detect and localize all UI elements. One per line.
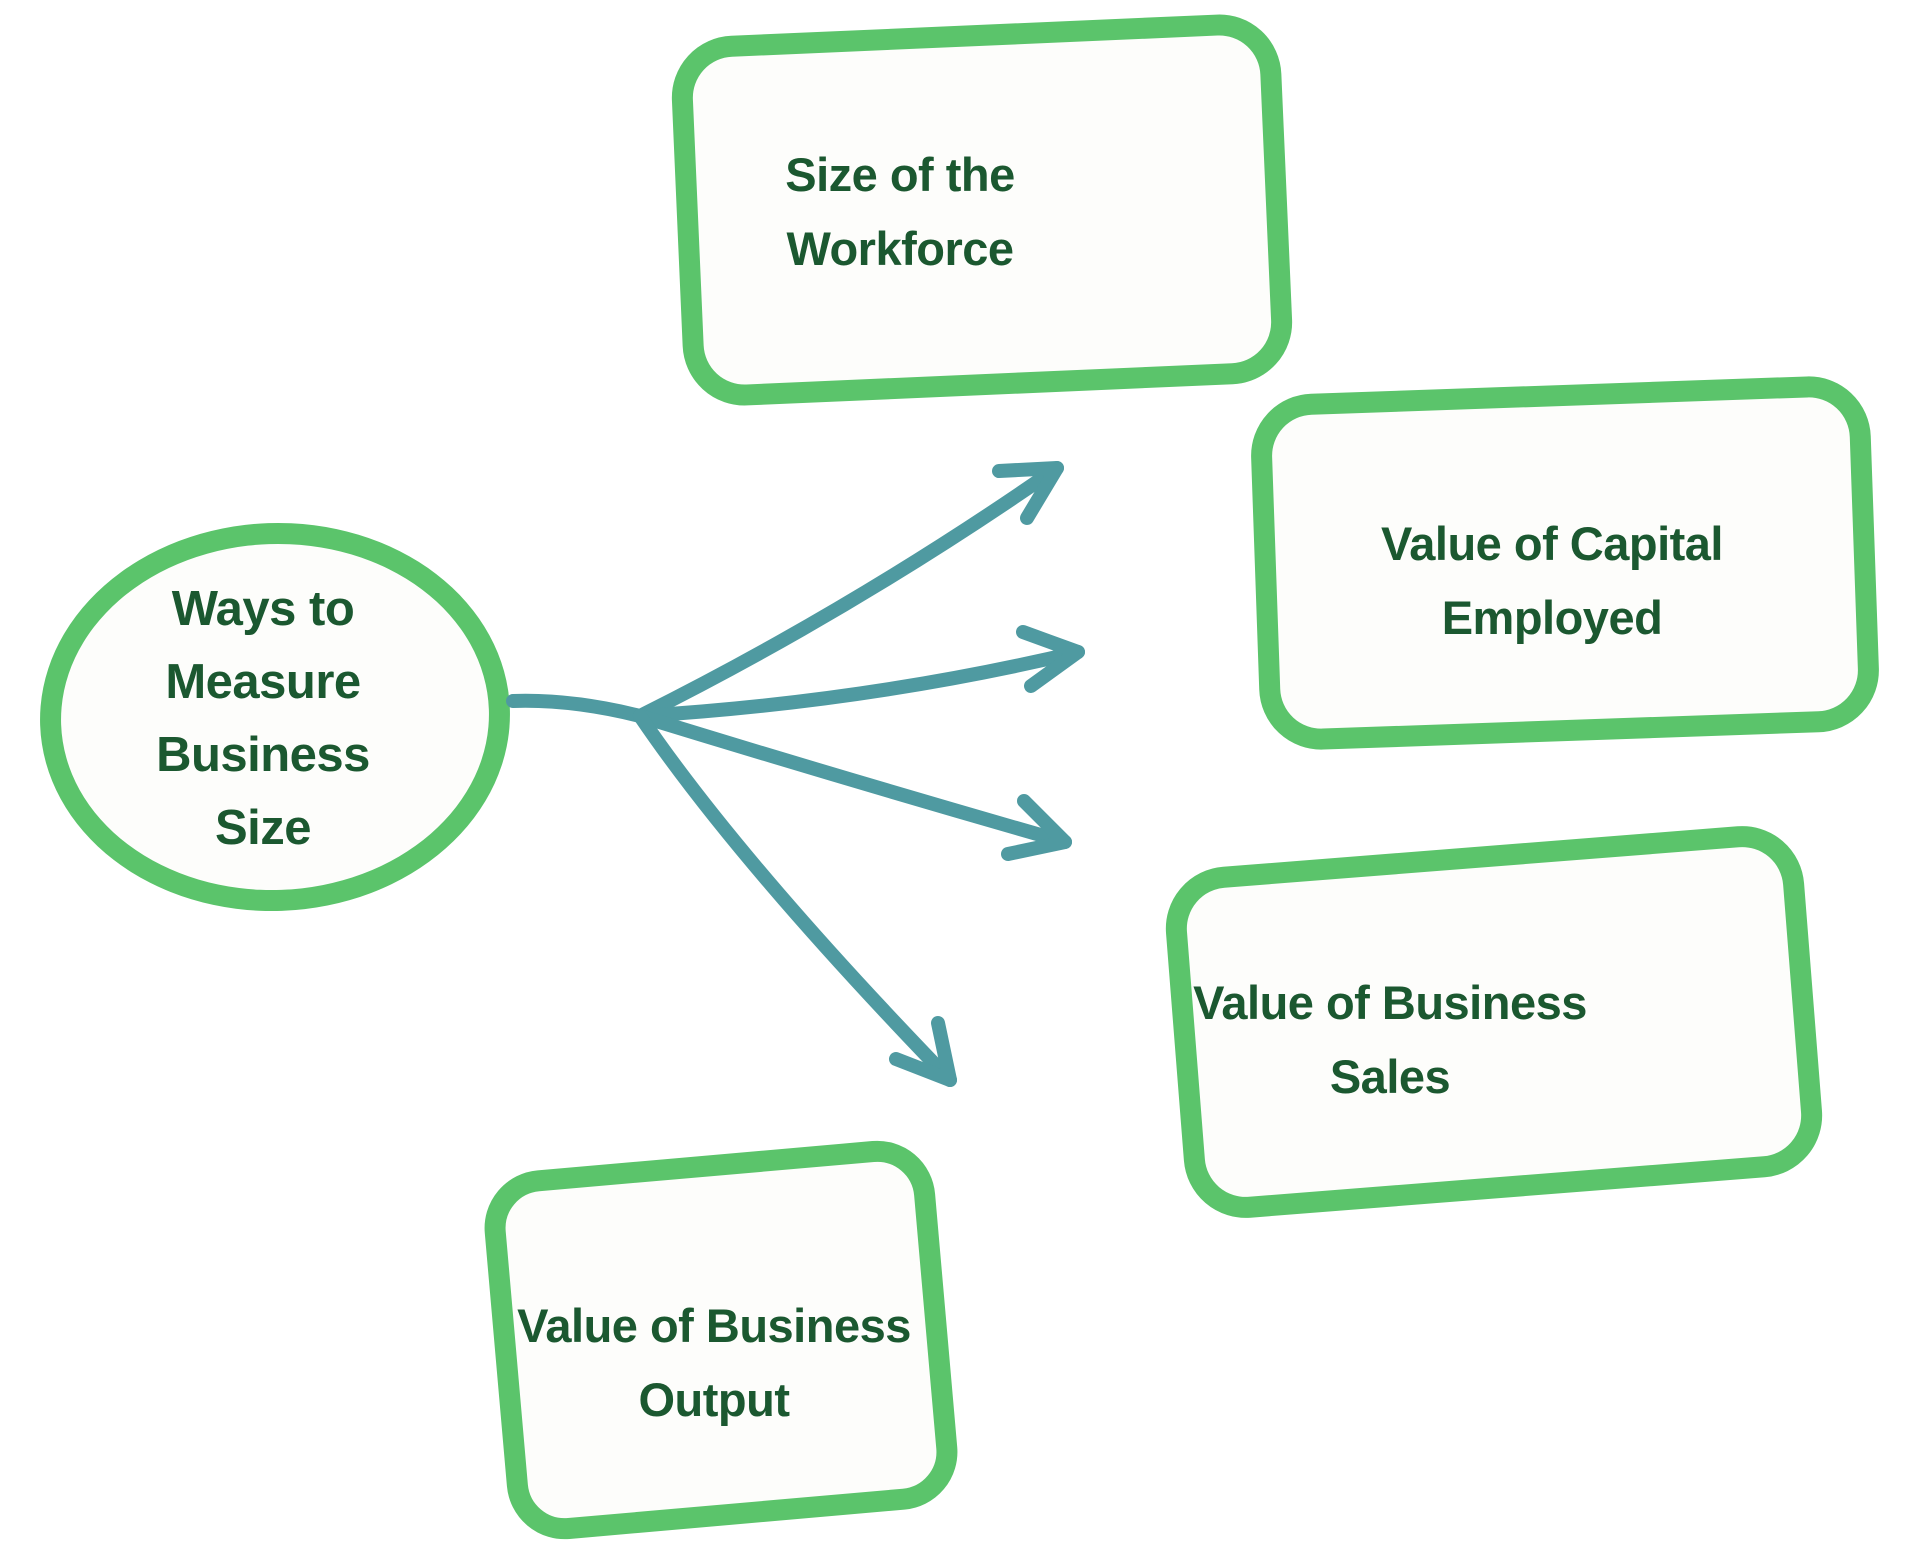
arrow-to-value-of-capital-employed — [633, 625, 1085, 723]
label-line: Business — [156, 728, 370, 782]
label-line: Ways to — [171, 582, 355, 636]
arrow-shaft — [633, 645, 1085, 723]
arrow-to-value-of-business-output — [633, 709, 957, 1087]
label-line: Output — [638, 1373, 790, 1426]
arrow-to-value-of-business-sales — [633, 709, 1072, 861]
arrowhead-icon — [1016, 625, 1085, 693]
arrowhead-icon — [1001, 794, 1072, 861]
label-line: Size — [214, 801, 312, 855]
label-line: Value of Capital — [1381, 517, 1723, 570]
label-line: Value of Business — [1193, 976, 1587, 1029]
label-line: Size of the — [785, 148, 1015, 201]
arrow-to-size-of-the-workforce — [633, 461, 1064, 723]
node-label-value-of-capital-employed: Value of Capital Employed — [1381, 507, 1723, 655]
connector-tail — [506, 693, 647, 723]
label-line: Employed — [1441, 591, 1663, 644]
arrowhead-icon — [992, 461, 1064, 525]
label-line: Sales — [1329, 1050, 1451, 1103]
node-label-value-of-business-output: Value of Business Output — [517, 1289, 911, 1437]
node-label-size-of-the-workforce: Size of the Workforce — [785, 138, 1015, 286]
label-line: Value of Business — [517, 1299, 911, 1352]
arrow-shaft — [633, 461, 1064, 723]
arrowhead-icon — [889, 1016, 957, 1087]
arrow-shaft — [633, 709, 1072, 849]
arrow-shaft — [633, 709, 957, 1087]
label-line: Workforce — [786, 222, 1014, 275]
node-label-value-of-business-sales: Value of Business Sales — [1193, 966, 1587, 1114]
connector-tail-line — [506, 693, 647, 723]
node-label-ways-to-measure-business-size: Ways to Measure Business Size — [156, 573, 370, 865]
label-line: Measure — [165, 655, 361, 709]
